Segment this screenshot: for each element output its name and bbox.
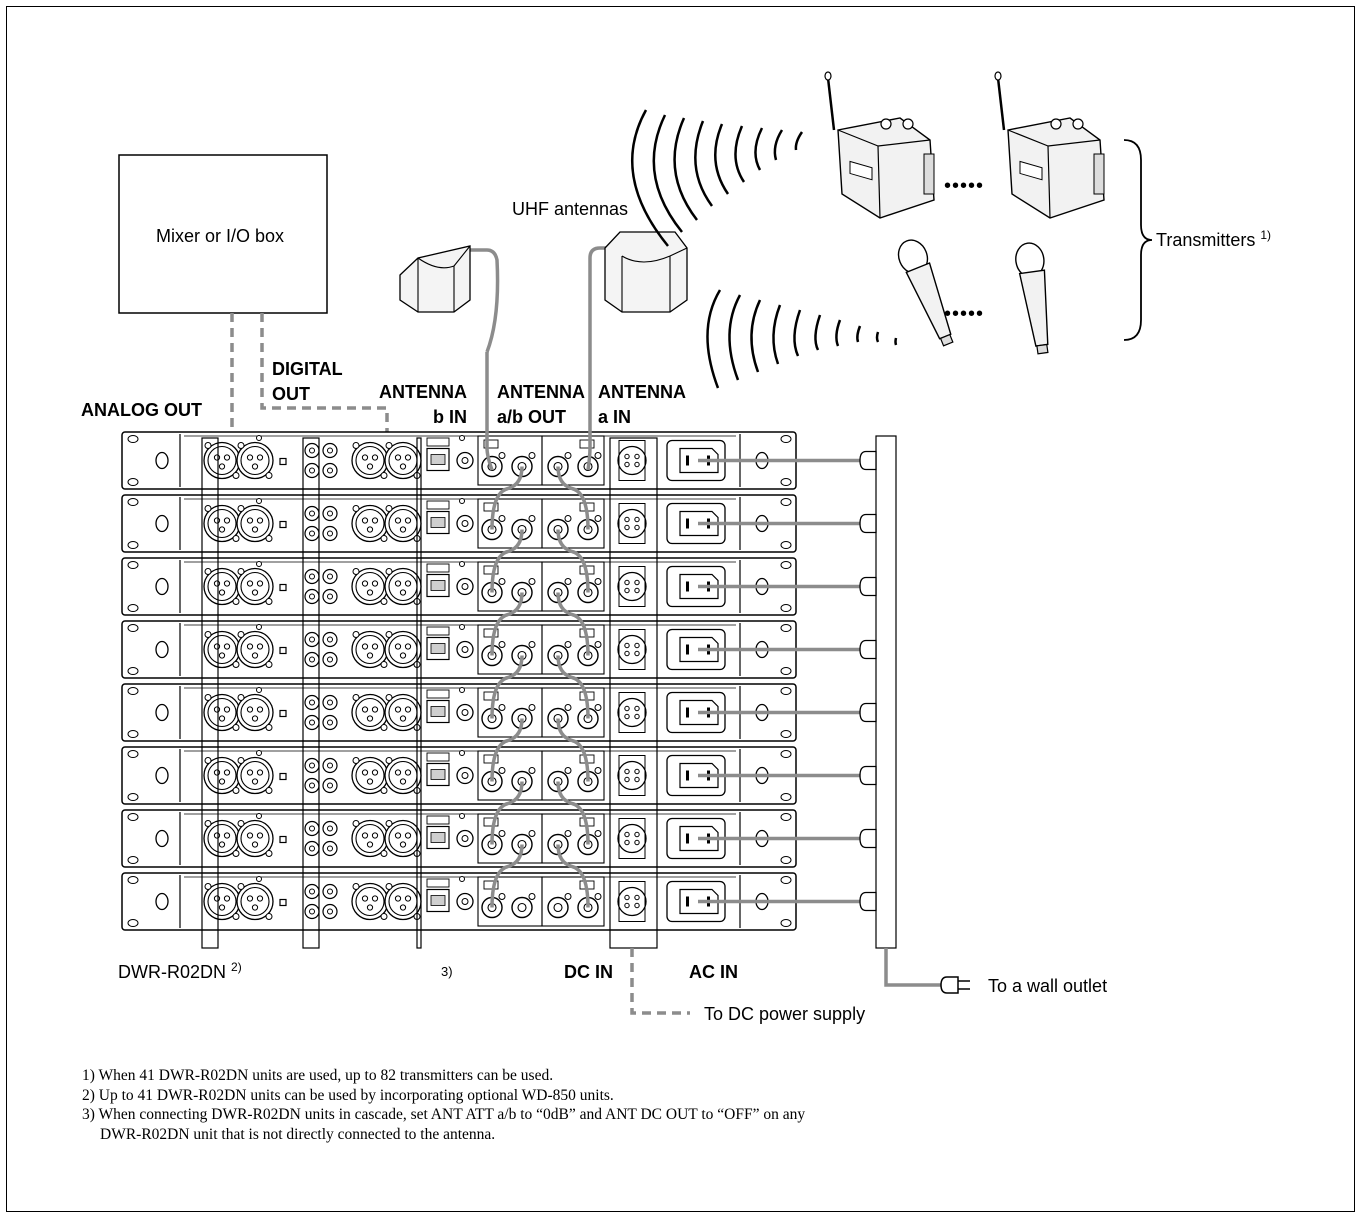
transmitters-brace — [1123, 139, 1153, 341]
mixer-box-label: Mixer or I/O box — [156, 226, 285, 246]
antenna-a-in-label: ANTENNA a IN — [598, 380, 686, 430]
power-plug — [859, 513, 877, 534]
power-plug — [859, 450, 877, 471]
dc-supply-label: To DC power supply — [704, 1004, 866, 1024]
handheld-microphone-icon — [897, 239, 954, 347]
ac-in-label: AC IN — [689, 962, 738, 982]
transmitters-text: Transmitters — [1156, 230, 1256, 250]
power-cables — [698, 450, 877, 912]
antenna-ab-line2: a/b OUT — [497, 407, 567, 427]
footnote-1: 1) When 41 DWR-R02DN units are used, up … — [82, 1067, 554, 1084]
radio-waves-lower — [706, 289, 898, 389]
antenna-cascade-cables — [485, 447, 592, 908]
dots-bodypack: ••••• — [944, 175, 985, 197]
model-text: DWR-R02DN — [118, 962, 226, 982]
transmitters-label: Transmitters 1) — [1156, 228, 1272, 250]
footnote-3: 3) When connecting DWR-R02DN units in ca… — [82, 1106, 806, 1123]
footnote-3-continued: DWR-R02DN unit that is not directly conn… — [100, 1125, 496, 1143]
digital-out-line2: OUT — [272, 384, 310, 404]
antenna-a-line2: a IN — [598, 407, 632, 427]
uhf-antennas-label: UHF antennas — [512, 199, 629, 219]
antenna-a-line1: ANTENNA — [598, 382, 686, 402]
antenna-b-line1: ANTENNA — [379, 382, 467, 402]
uhf-antenna-left-icon — [399, 245, 500, 448]
bodypack-transmitter-icon — [824, 71, 935, 219]
antenna-b-line2: b IN — [433, 407, 467, 427]
power-strip — [875, 435, 897, 949]
power-plug — [859, 828, 877, 849]
footnotes: 1) When 41 DWR-R02DN units are used, up … — [82, 1066, 805, 1144]
dc-in-label: DC IN — [564, 962, 613, 982]
rack-unit — [121, 872, 797, 931]
wall-plug-icon — [940, 976, 970, 994]
receiver-rack-stack — [121, 431, 797, 931]
power-plug — [859, 891, 877, 912]
power-plug — [859, 576, 877, 597]
digital-out-line1: DIGITAL — [272, 359, 343, 379]
power-plug — [859, 765, 877, 786]
model-label: DWR-R02DN 2) — [118, 960, 242, 982]
analog-out-label: ANALOG OUT — [81, 400, 202, 420]
bodypack-transmitter-icon — [994, 71, 1105, 219]
antenna-b-in-label: ANTENNA b IN — [379, 380, 467, 430]
radio-waves-upper — [630, 109, 804, 247]
rack-unit — [121, 557, 797, 616]
power-plug — [859, 702, 877, 723]
audio-cables — [230, 313, 389, 436]
footnote-2: 2) Up to 41 DWR-R02DN units can be used … — [82, 1086, 614, 1104]
rack-unit — [121, 431, 797, 490]
transmitters-footnote-ref: 1) — [1260, 228, 1272, 242]
antenna-ab-out-label: ANTENNA a/b OUT — [497, 380, 585, 430]
power-plug — [859, 639, 877, 660]
rack-unit — [121, 809, 797, 868]
rack-unit — [121, 683, 797, 742]
mixer-box — [118, 154, 328, 314]
handheld-microphone-icon — [1015, 242, 1049, 355]
antenna-ab-line1: ANTENNA — [497, 382, 585, 402]
digital-out-label: DIGITAL OUT — [272, 357, 343, 407]
wall-outlet-label: To a wall outlet — [988, 976, 1108, 996]
uhf-antenna-right-icon — [588, 231, 688, 448]
page-frame — [6, 6, 1355, 1212]
dots-handheld: ••••• — [944, 303, 985, 325]
model-footnote-ref: 2) — [231, 960, 242, 974]
rack-unit — [121, 746, 797, 805]
cascade-footnote-ref: 3) — [441, 964, 453, 979]
rack-unit — [121, 494, 797, 553]
rack-unit — [121, 620, 797, 679]
